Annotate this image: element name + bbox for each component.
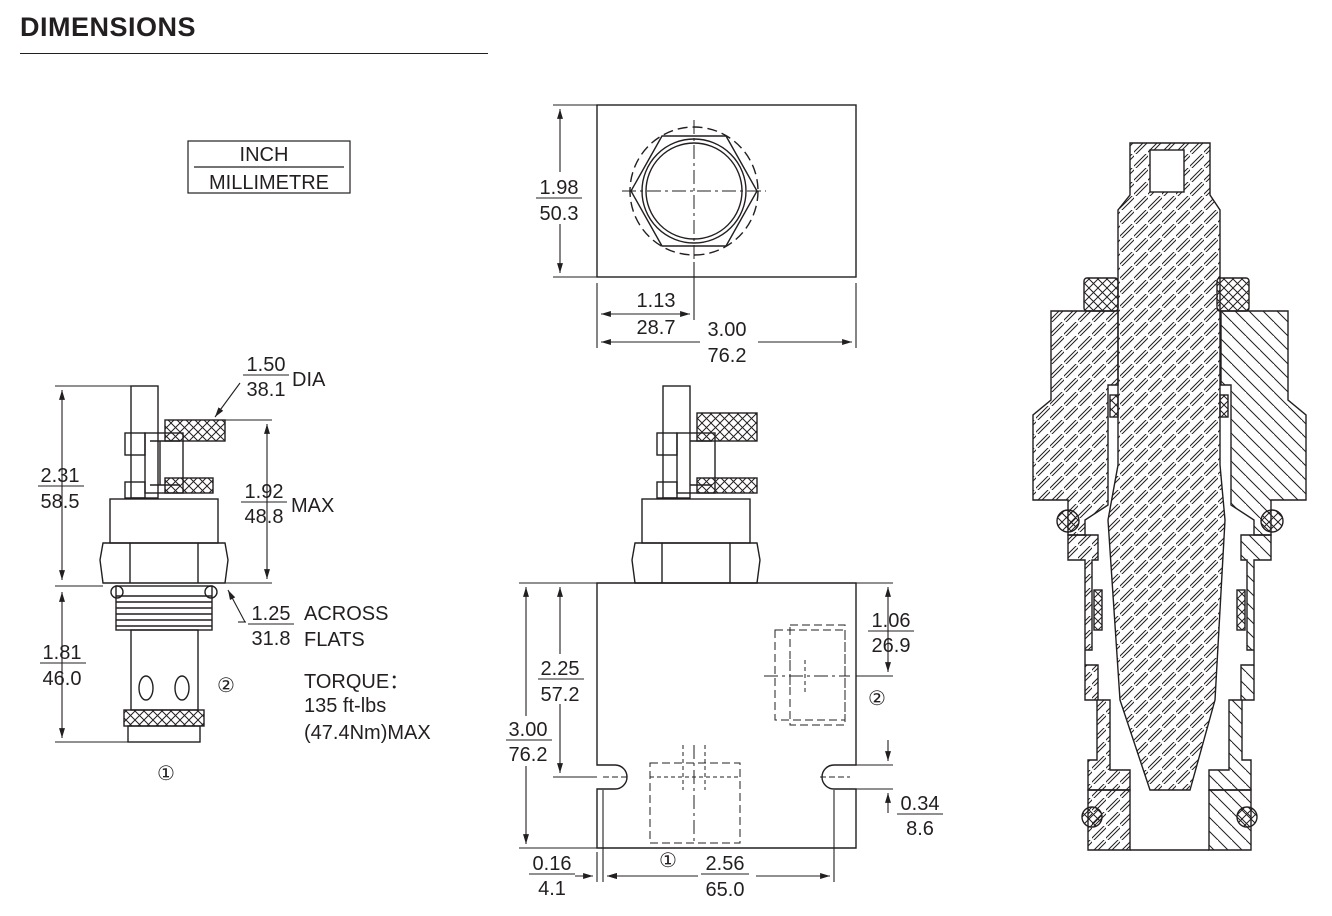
- side-port-1-label: ①: [157, 763, 175, 785]
- side-port-2-label: ②: [217, 675, 235, 697]
- page-title: DIMENSIONS: [20, 12, 197, 42]
- coil-dia-mm: 38.1: [247, 379, 286, 401]
- front-view: [596, 385, 857, 849]
- hex-mm: 31.8: [252, 628, 291, 650]
- torque-line2: 135 ft-lbs: [304, 695, 386, 717]
- overall-height-inch: 2.31: [41, 465, 80, 487]
- cav-depth-mm: 57.2: [541, 684, 580, 706]
- center-offset-inch: 1.13: [637, 290, 676, 312]
- front-port-1-label: ①: [659, 850, 677, 872]
- top-view-labels: 1.98 50.3 1.13 28.7 3.00 76.2: [534, 172, 758, 367]
- mount-offset-inch: 0.34: [901, 793, 940, 815]
- body-height-inch: 3.00: [509, 719, 548, 741]
- header: DIMENSIONS: [20, 10, 488, 54]
- side-view-labels: 2.31 58.5 1.81 46.0 1.50 38.1 DIA 1.92 4…: [38, 354, 431, 785]
- side-view-dimension-lines: [55, 382, 272, 743]
- edge-offset-mm: 4.1: [538, 878, 566, 900]
- top-width-inch: 3.00: [708, 319, 747, 341]
- body-height-mm: 76.2: [509, 744, 548, 766]
- cross-section-view: [1032, 142, 1307, 851]
- front-port-2-label: ②: [868, 688, 886, 710]
- coil-dia-suffix: DIA: [292, 369, 326, 391]
- edge-offset-inch: 0.16: [533, 853, 572, 875]
- hex-suffix-across: ACROSS: [304, 603, 388, 625]
- port2-offset-mm: 26.9: [872, 635, 911, 657]
- title-underline: [20, 53, 488, 54]
- hex-suffix-flats: FLATS: [304, 629, 365, 651]
- torque-line1: TORQUE：: [304, 671, 409, 693]
- coil-height-inch: 1.92: [245, 481, 284, 503]
- units-legend-box: [187, 140, 351, 194]
- lower-height-inch: 1.81: [43, 642, 82, 664]
- top-width-mm: 76.2: [708, 345, 747, 367]
- top-view-dimension-lines: [553, 104, 857, 348]
- coil-dia-inch: 1.50: [247, 354, 286, 376]
- coil-height-mm: 48.8: [245, 506, 284, 528]
- coil-height-suffix: MAX: [291, 495, 334, 517]
- side-view: [99, 385, 229, 743]
- front-view-dimension-lines: [519, 582, 893, 882]
- top-height-mm: 50.3: [540, 203, 579, 225]
- top-height-inch: 1.98: [540, 177, 579, 199]
- mount-spacing-inch: 2.56: [706, 853, 745, 875]
- mount-offset-mm: 8.6: [906, 818, 934, 840]
- front-view-labels: 3.00 76.2 2.25 57.2 1.06 26.9 0.34 8.6 0…: [503, 610, 943, 901]
- port2-offset-inch: 1.06: [872, 610, 911, 632]
- torque-line3: (47.4Nm)MAX: [304, 722, 431, 744]
- lower-height-mm: 46.0: [43, 668, 82, 690]
- cav-depth-inch: 2.25: [541, 658, 580, 680]
- top-view: [596, 104, 857, 278]
- center-offset-mm: 28.7: [637, 317, 676, 339]
- units-legend: INCH MILLIMETRE: [187, 140, 351, 194]
- hex-inch: 1.25: [252, 603, 291, 625]
- mount-spacing-mm: 65.0: [706, 879, 745, 901]
- units-mm-label: MILLIMETRE: [209, 172, 329, 194]
- units-inch-label: INCH: [240, 144, 289, 166]
- overall-height-mm: 58.5: [41, 491, 80, 513]
